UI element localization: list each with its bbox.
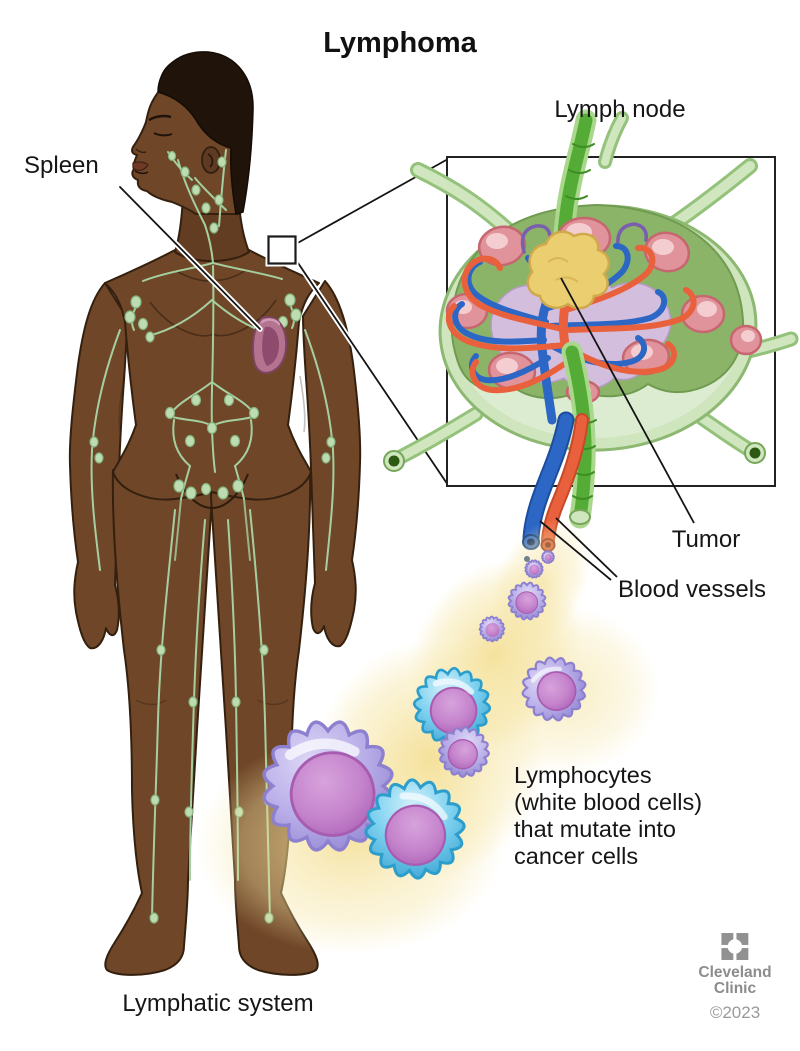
- blood-vessel-leader-line: [555, 517, 618, 578]
- blood-vessels-label: Blood vessels: [617, 576, 767, 603]
- face-details: [132, 114, 221, 175]
- brand-copyright: ©2023: [709, 1002, 761, 1022]
- blood-vessel-leader-line: [539, 520, 612, 581]
- cancer-cell: [262, 720, 394, 852]
- caption-line: cancer cells: [514, 843, 639, 869]
- lymph-node-marker-square: [265, 233, 299, 267]
- cancer-cell: [347, 761, 483, 897]
- caption-line: that mutate into: [514, 816, 676, 842]
- cancer-cells: [262, 550, 595, 897]
- body-muscle-lines: [118, 269, 306, 706]
- node-artery-branches: [445, 244, 697, 425]
- cleveland-clinic-logo-mark: [721, 933, 749, 960]
- tumor-label: Tumor: [671, 526, 741, 553]
- lymphatic-system-label: Lymphatic system: [122, 990, 314, 1017]
- cancer-cell: [405, 659, 499, 753]
- tumor-leader-line: [560, 277, 695, 524]
- caption-line: (white blood cells): [514, 789, 703, 815]
- lymph-node-label: Lymph node: [554, 96, 686, 123]
- page-title: Lymphoma: [323, 27, 477, 59]
- human-body-figure: [68, 51, 362, 976]
- cancer-cell: [429, 717, 499, 787]
- node-purple-vessels: [520, 222, 648, 254]
- tumor-mass: [526, 230, 611, 310]
- caption-line: Lymphocytes: [514, 762, 652, 788]
- efferent-vessel-lower: [561, 341, 597, 527]
- cancer-cell: [522, 557, 546, 581]
- cleveland-clinic-branding: Cleveland Clinic ©2023: [698, 932, 772, 1023]
- brand-name-line1: Cleveland: [698, 964, 772, 981]
- lymphocytes-caption: Lymphocytes (white blood cells) that mut…: [514, 762, 702, 870]
- cancer-cell: [476, 613, 508, 645]
- afferent-lymph-vessels: [383, 111, 799, 472]
- cancer-cell: [500, 574, 554, 628]
- body-hair: [157, 51, 254, 215]
- cancer-cell: [541, 550, 555, 564]
- spleen-label: Spleen: [24, 152, 99, 179]
- brand-name-line2: Clinic: [713, 980, 757, 998]
- cancer-cell: [513, 648, 595, 730]
- thin-leader-lines: [539, 277, 695, 581]
